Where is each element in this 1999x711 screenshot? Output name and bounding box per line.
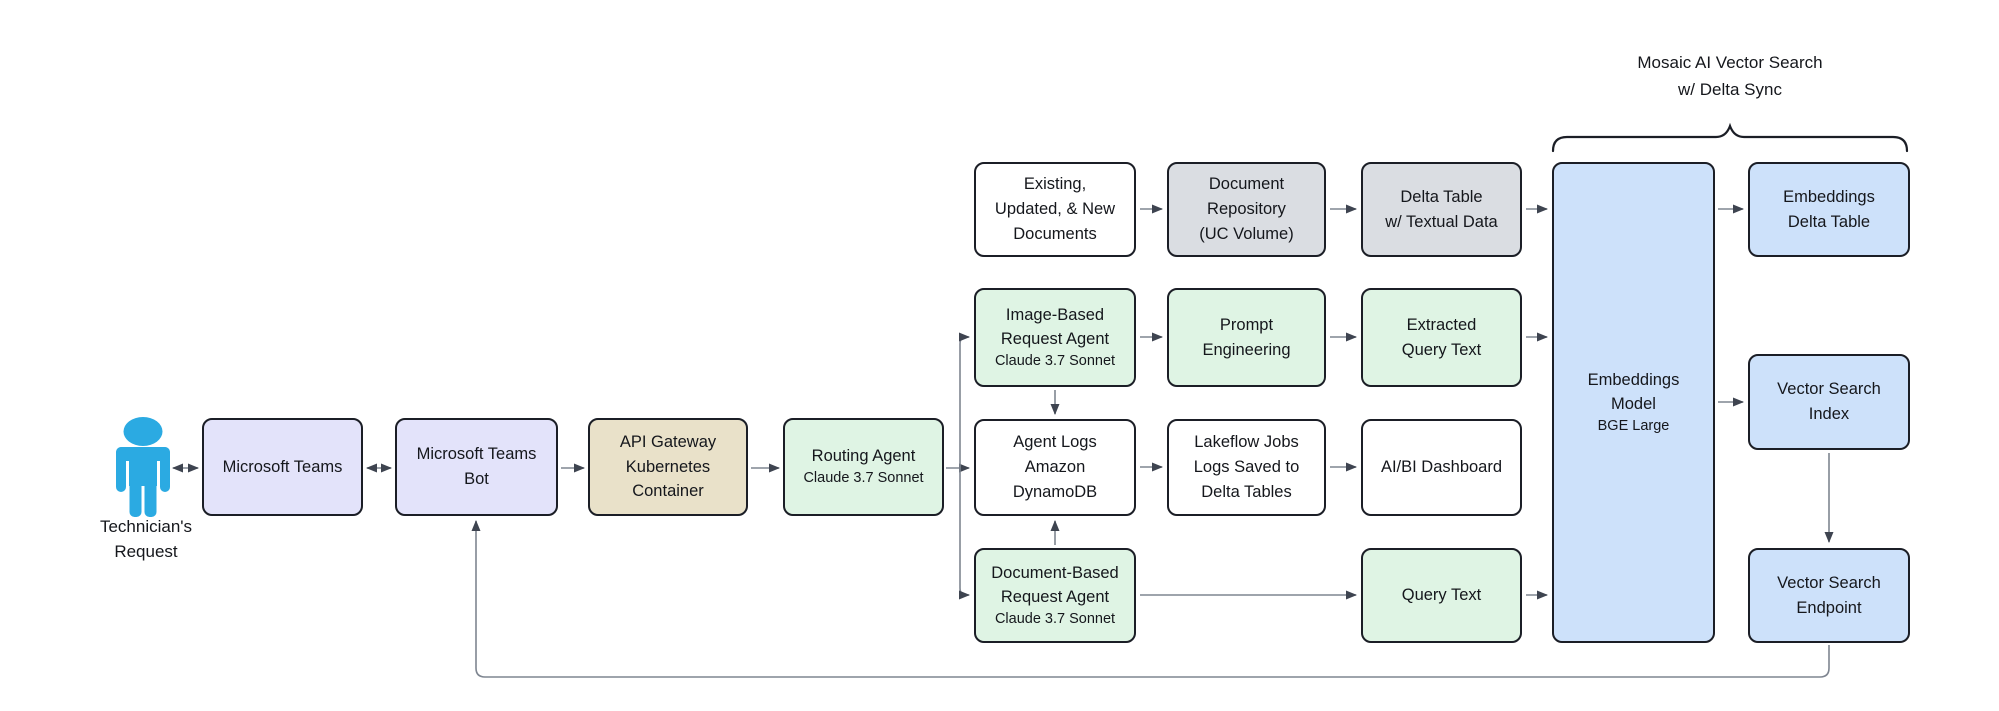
node-label: Delta Table w/ Textual Data [1385, 187, 1498, 231]
node-label: Routing Agent [811, 447, 916, 466]
node-sublabel: Claude 3.7 Sonnet [803, 470, 924, 487]
node-sublabel: Claude 3.7 Sonnet [994, 352, 1116, 369]
node-label: Microsoft Teams [222, 457, 343, 476]
node-prompt-engineering: Prompt Engineering [1167, 288, 1326, 387]
node-label: Extracted Query Text [1401, 315, 1482, 359]
node-label: API Gateway Kubernetes Container [619, 432, 717, 501]
node-label: Lakeflow Jobs Logs Saved to Delta Tables [1193, 433, 1300, 501]
node-label: Agent Logs Amazon DynamoDB [1012, 433, 1098, 501]
arrow-vsendpoint-bot-feedback [471, 520, 1830, 678]
node-delta-table-textual-data: Delta Table w/ Textual Data [1361, 162, 1522, 257]
node-microsoft-teams: Microsoft Teams [202, 418, 363, 516]
node-label: Image-Based Request Agent [1000, 305, 1110, 348]
node-routing-agent: Routing Agent Claude 3.7 Sonnet [783, 418, 944, 516]
node-document-based-request-agent: Document-Based Request Agent Claude 3.7 … [974, 548, 1136, 643]
node-agent-logs-dynamodb: Agent Logs Amazon DynamoDB [974, 419, 1136, 516]
node-label: Document Repository (UC Volume) [1199, 175, 1294, 243]
node-lakeflow-jobs: Lakeflow Jobs Logs Saved to Delta Tables [1167, 419, 1326, 516]
node-label: AI/BI Dashboard [1380, 458, 1503, 477]
arrow-routing-docagent [959, 468, 970, 600]
node-existing-documents: Existing, Updated, & New Documents [974, 162, 1136, 257]
node-vector-search-index: Vector Search Index [1748, 354, 1910, 450]
node-sublabel: BGE Large [1597, 417, 1670, 434]
node-label: Query Text [1401, 586, 1482, 605]
node-label: Existing, Updated, & New Documents [994, 175, 1116, 243]
node-vector-search-endpoint: Vector Search Endpoint [1748, 548, 1910, 643]
node-label: Embeddings Model [1587, 370, 1680, 413]
arrow-routing-imageagent [959, 332, 970, 468]
node-embeddings-delta-table: Embeddings Delta Table [1748, 162, 1910, 257]
node-microsoft-teams-bot: Microsoft Teams Bot [395, 418, 558, 516]
node-image-based-request-agent: Image-Based Request Agent Claude 3.7 Son… [974, 288, 1136, 387]
group-brace [1551, 122, 1909, 153]
node-label: Vector Search Endpoint [1777, 573, 1881, 617]
actor-label: Technician's Request [99, 517, 193, 561]
node-query-text: Query Text [1361, 548, 1522, 643]
node-label: Document-Based Request Agent [991, 563, 1119, 606]
node-label: Vector Search Index [1777, 380, 1881, 423]
person-icon [116, 417, 170, 517]
node-extracted-query-text: Extracted Query Text [1361, 288, 1522, 387]
node-label: Prompt Engineering [1202, 315, 1291, 359]
node-label: Microsoft Teams Bot [416, 445, 537, 488]
node-aibi-dashboard: AI/BI Dashboard [1361, 419, 1522, 516]
node-label: Embeddings Delta Table [1783, 187, 1875, 231]
node-sublabel: Claude 3.7 Sonnet [994, 610, 1116, 627]
node-document-repository: Document Repository (UC Volume) [1167, 162, 1326, 257]
node-api-gateway: API Gateway Kubernetes Container [588, 418, 748, 516]
group-title-mosaic-vector-search: Mosaic AI Vector Search w/ Delta Sync [1637, 53, 1823, 100]
node-embeddings-model: Embeddings Model BGE Large [1552, 162, 1715, 643]
